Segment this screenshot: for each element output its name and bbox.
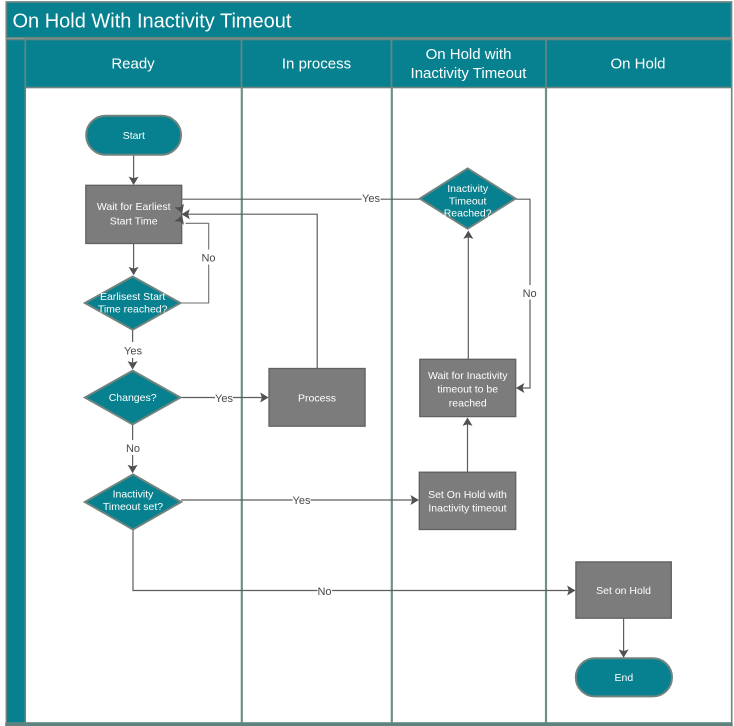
svg-text:Earlisest Start: Earlisest Start [100, 291, 165, 303]
svg-text:Time reached?: Time reached? [98, 304, 168, 316]
svg-text:Inactivity: Inactivity [113, 488, 155, 500]
svg-text:End: End [615, 672, 634, 684]
svg-text:Process: Process [298, 393, 336, 405]
svg-text:Yes: Yes [124, 345, 142, 357]
svg-text:Set on Hold: Set on Hold [596, 585, 651, 597]
svg-text:Yes: Yes [215, 393, 233, 405]
svg-text:No: No [126, 443, 140, 455]
svg-text:In process: In process [282, 56, 351, 73]
svg-text:Yes: Yes [293, 495, 311, 507]
svg-text:Wait for Earliest: Wait for Earliest [97, 201, 171, 213]
svg-text:Reached?: Reached? [444, 208, 492, 220]
svg-text:Wait for Inactivity: Wait for Inactivity [428, 370, 508, 382]
svg-text:Timeout set?: Timeout set? [103, 501, 163, 513]
svg-text:timeout to be: timeout to be [437, 384, 498, 396]
svg-text:No: No [317, 586, 331, 598]
svg-text:On Hold with: On Hold with [426, 46, 512, 63]
svg-text:Inactivity timeout: Inactivity timeout [428, 503, 506, 515]
svg-text:Inactivity: Inactivity [447, 183, 489, 195]
svg-text:Start: Start [123, 130, 145, 142]
svg-text:Inactivity Timeout: Inactivity Timeout [411, 65, 528, 82]
svg-text:Set On Hold with: Set On Hold with [428, 489, 507, 501]
svg-text:Yes: Yes [362, 193, 380, 205]
svg-text:Changes?: Changes? [109, 392, 157, 404]
svg-text:reached: reached [449, 398, 487, 410]
svg-text:On Hold With Inactivity Timeou: On Hold With Inactivity Timeout [13, 10, 292, 32]
svg-text:Ready: Ready [111, 56, 155, 73]
svg-text:Timeout: Timeout [449, 195, 487, 207]
svg-text:No: No [523, 288, 537, 300]
svg-text:Start Time: Start Time [110, 215, 158, 227]
svg-text:On Hold: On Hold [610, 56, 665, 73]
svg-text:No: No [201, 253, 215, 265]
